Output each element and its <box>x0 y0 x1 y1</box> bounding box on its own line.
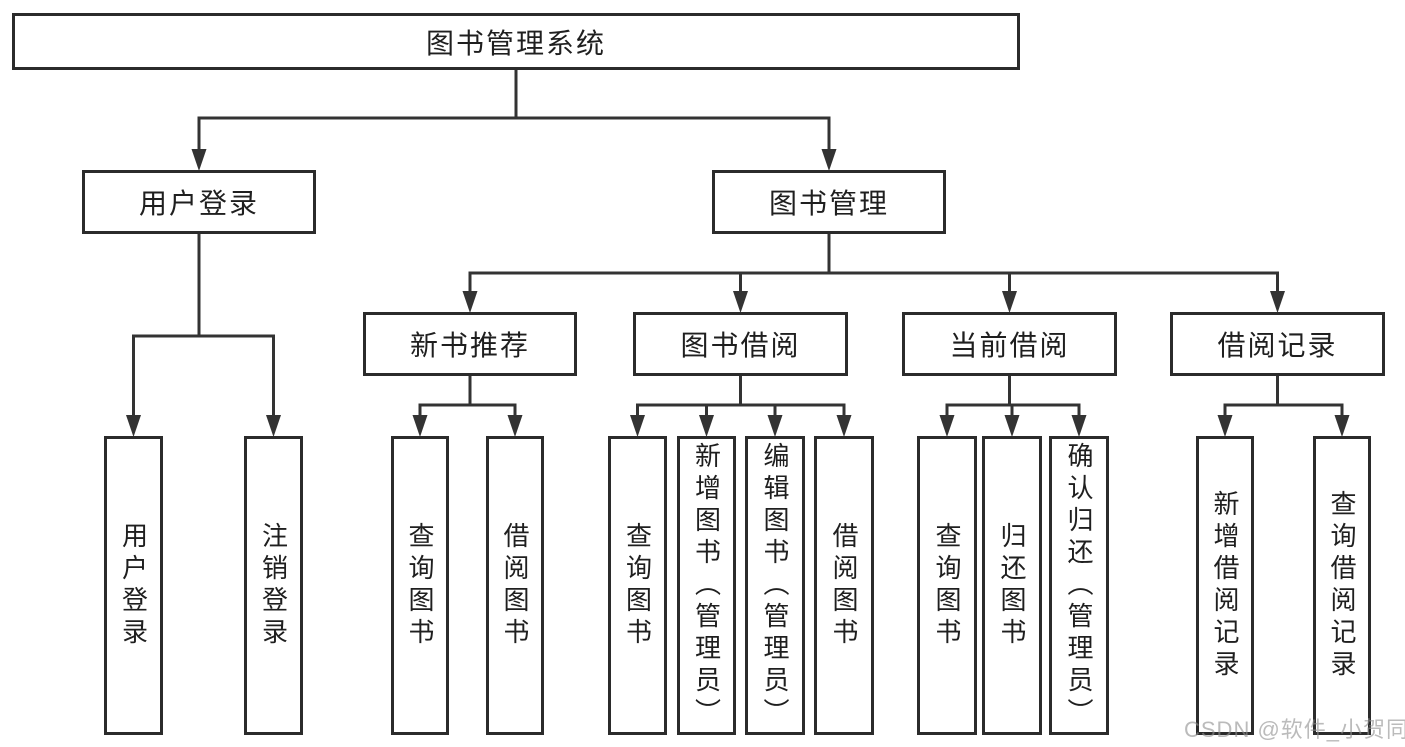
node-borrow-records: 借阅记录 <box>1170 312 1385 376</box>
arrow-down-icon <box>191 149 207 171</box>
node-leaf-query-book-2: 查询图书 <box>608 436 667 735</box>
arrow-down-icon <box>1270 291 1285 313</box>
arrow-down-icon <box>939 415 955 437</box>
node-leaf-add-borrow-record: 新增借阅记录 <box>1196 436 1254 735</box>
arrow-down-icon <box>1071 415 1087 437</box>
arrow-down-icon <box>266 415 281 437</box>
node-label: 新书推荐 <box>409 330 530 361</box>
watermark: CSDN @软件_小贺同学 <box>1184 717 1405 742</box>
node-leaf-logout: 注销登录 <box>244 436 303 735</box>
arrow-down-icon <box>412 415 428 437</box>
node-root: 图书管理系统 <box>12 13 1020 70</box>
arrow-down-icon <box>1002 291 1017 313</box>
arrow-down-icon <box>630 415 645 437</box>
node-label: 注销登录 <box>258 521 289 650</box>
node-leaf-borrow-book-2: 借阅图书 <box>814 436 874 735</box>
arrow-down-icon <box>126 415 141 437</box>
arrow-down-icon <box>1334 415 1350 437</box>
node-label: 查询图书 <box>932 521 962 650</box>
arrow-down-icon <box>462 291 478 313</box>
node-user-login: 用户登录 <box>82 170 316 234</box>
node-label: 新增图书（管理员） <box>691 441 722 730</box>
node-label: 图书管理 <box>768 188 889 219</box>
node-label: 用户登录 <box>118 521 149 650</box>
arrow-down-icon <box>507 415 523 437</box>
node-label: 图书管理系统 <box>425 27 606 59</box>
node-label: 新增借阅记录 <box>1210 489 1240 682</box>
node-leaf-edit-book: 编辑图书（管理员） <box>745 436 805 735</box>
arrow-down-icon <box>699 415 714 437</box>
node-label: 用户登录 <box>138 188 259 219</box>
node-book-borrow: 图书借阅 <box>633 312 848 376</box>
node-label: 查询图书 <box>622 521 653 650</box>
node-label: 当前借阅 <box>949 330 1070 361</box>
node-leaf-query-book-3: 查询图书 <box>917 436 977 735</box>
node-leaf-query-book-1: 查询图书 <box>391 436 449 735</box>
arrow-down-icon <box>733 291 748 313</box>
node-leaf-borrow-book-1: 借阅图书 <box>486 436 544 735</box>
arrow-down-icon <box>1004 415 1020 437</box>
arrow-down-icon <box>767 415 783 437</box>
node-label: 借阅图书 <box>500 521 530 650</box>
node-label: 确认归还（管理员） <box>1064 441 1094 730</box>
node-label: 借阅记录 <box>1217 330 1338 361</box>
node-new-book-rec: 新书推荐 <box>363 312 577 376</box>
arrow-down-icon <box>821 149 837 171</box>
node-label: 借阅图书 <box>829 521 859 650</box>
node-leaf-query-borrow-record: 查询借阅记录 <box>1313 436 1371 735</box>
node-label: 归还图书 <box>997 521 1027 650</box>
arrow-down-icon <box>836 415 852 437</box>
node-label: 图书借阅 <box>680 330 801 361</box>
node-label: 查询借阅记录 <box>1327 489 1357 682</box>
node-book-mgmt: 图书管理 <box>712 170 946 234</box>
arrow-down-icon <box>1217 415 1233 437</box>
node-label: 编辑图书（管理员） <box>760 441 790 730</box>
node-current-borrow: 当前借阅 <box>902 312 1117 376</box>
node-leaf-confirm-return: 确认归还（管理员） <box>1049 436 1109 735</box>
node-leaf-add-book: 新增图书（管理员） <box>677 436 736 735</box>
node-leaf-return-book: 归还图书 <box>982 436 1042 735</box>
node-label: 查询图书 <box>405 521 435 650</box>
node-leaf-user-login: 用户登录 <box>104 436 163 735</box>
